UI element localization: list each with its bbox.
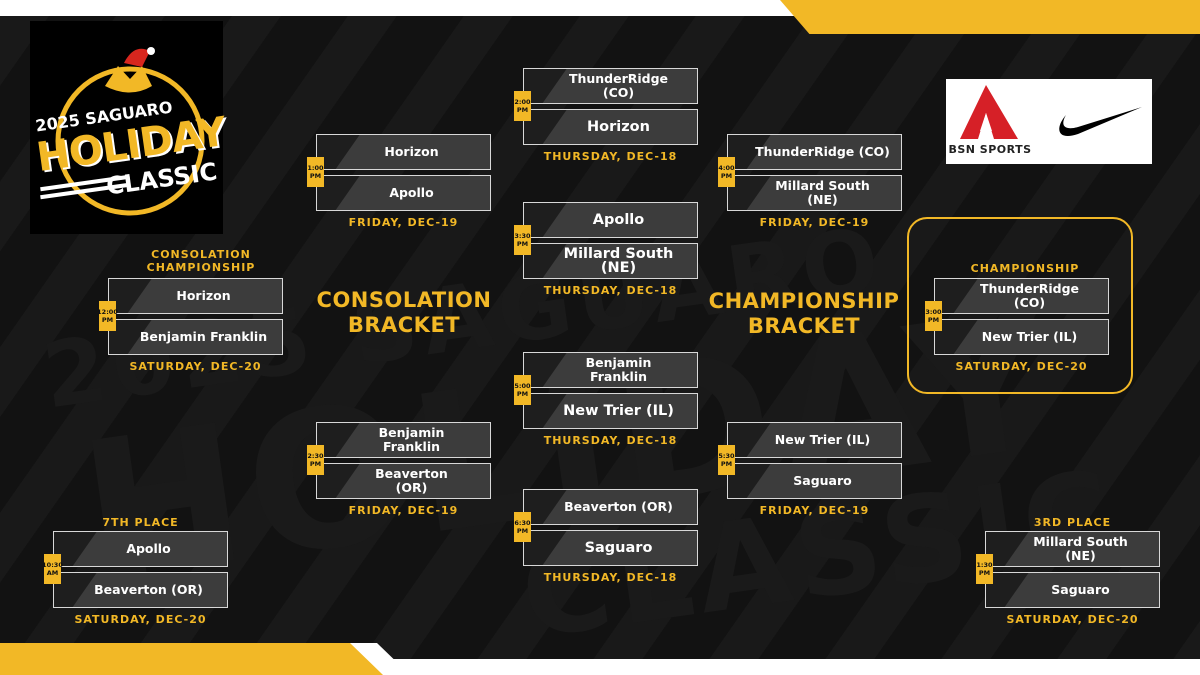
team-name: Millard South (NE) (775, 178, 870, 207)
team-name: Saguaro (793, 473, 852, 488)
top-right-stripe (780, 0, 1200, 34)
event-logo: 2025 SAGUARO HOLIDAY CLASSIC (30, 21, 228, 234)
team-name: Horizon (176, 288, 231, 303)
team-name: Benjamin Franklin (139, 329, 268, 344)
team-name: Beaverton (OR) (94, 582, 203, 597)
team-slot: New Trier (IL) (934, 319, 1109, 355)
team-slot: Saguaro (985, 572, 1160, 608)
game-date: FRIDAY, DEC-19 (759, 216, 870, 229)
team-name: ThunderRidge (CO) (568, 71, 669, 100)
team-name: Apollo (592, 212, 645, 228)
game-date: THURSDAY, DEC-18 (543, 434, 678, 447)
team-slot: Beaverton (OR) (316, 463, 491, 499)
game-time-badge: 12:00 PM (97, 301, 118, 331)
game-time-badge: 3:30 PM (514, 225, 531, 255)
seventh-place-caption: 7TH PLACE (102, 516, 179, 529)
bsn-sports-label: BSN SPORTS (948, 143, 1032, 156)
team-name: Apollo (126, 541, 171, 556)
game-time-badge: 2:30 PM (307, 445, 324, 475)
game-date: SATURDAY, DEC-20 (74, 613, 207, 626)
team-name: Beaverton (OR) (375, 466, 448, 495)
team-slot: Millard South (NE) (523, 243, 698, 279)
team-name: New Trier (IL) (563, 403, 674, 419)
sponsor-box: BSN SPORTS (946, 79, 1152, 164)
game-time-badge: 6:30 PM (514, 512, 531, 542)
team-slot: Apollo (53, 531, 228, 567)
game-date: SATURDAY, DEC-20 (129, 360, 262, 373)
game-date: SATURDAY, DEC-20 (1006, 613, 1139, 626)
game-time-badge: 1:00 PM (307, 157, 324, 187)
game-date: THURSDAY, DEC-18 (543, 284, 678, 297)
team-name: Saguaro (584, 540, 653, 556)
team-slot: ThunderRidge (CO) (727, 134, 902, 170)
bsn-logo-icon (960, 85, 1018, 139)
game-date: FRIDAY, DEC-19 (759, 504, 870, 517)
consolation-bracket-title: CONSOLATION BRACKET (316, 288, 492, 337)
game-time-badge: 4:00 PM (718, 157, 735, 187)
team-slot: Millard South (NE) (727, 175, 902, 211)
saguaro-cat-santa-hat-icon (40, 47, 205, 216)
game-date: FRIDAY, DEC-19 (348, 216, 459, 229)
game-time-badge: 1:30 PM (976, 554, 993, 584)
team-slot: ThunderRidge (CO) (934, 278, 1109, 314)
team-slot: Beaverton (OR) (523, 489, 698, 525)
championship-caption: CHAMPIONSHIP (970, 262, 1080, 275)
team-name: Saguaro (1051, 582, 1110, 597)
team-name: Benjamin Franklin (585, 355, 652, 384)
game-time-badge: 2:00 PM (514, 91, 531, 121)
championship-bracket-title: CHAMPIONSHIP BRACKET (708, 289, 900, 338)
game-time-badge: 5:00 PM (514, 375, 531, 405)
team-name: Beaverton (OR) (564, 499, 673, 514)
team-name: New Trier (IL) (981, 329, 1078, 344)
team-slot: Horizon (523, 109, 698, 145)
team-slot: Benjamin Franklin (523, 352, 698, 388)
game-date: THURSDAY, DEC-18 (543, 571, 678, 584)
team-name: ThunderRidge (CO) (979, 281, 1080, 310)
game-time-badge: 3:00 PM (925, 301, 942, 331)
bottom-left-stripe (0, 643, 400, 675)
team-name: Horizon (587, 119, 650, 135)
team-slot: Horizon (108, 278, 283, 314)
team-name: New Trier (IL) (774, 432, 871, 447)
team-slot: Apollo (316, 175, 491, 211)
team-slot: Apollo (523, 202, 698, 238)
consolation-championship-caption: CONSOLATION CHAMPIONSHIP (146, 248, 256, 274)
game-date: SATURDAY, DEC-20 (955, 360, 1088, 373)
team-slot: Millard South (NE) (985, 531, 1160, 567)
nike-swoosh-icon (1059, 107, 1142, 137)
team-slot: ThunderRidge (CO) (523, 68, 698, 104)
team-name: Benjamin Franklin (378, 425, 445, 454)
team-name: Horizon (384, 144, 439, 159)
team-name: Millard South (NE) (1033, 534, 1128, 563)
team-name: Apollo (389, 185, 434, 200)
team-slot: Saguaro (523, 530, 698, 566)
team-slot: Beaverton (OR) (53, 572, 228, 608)
third-place-caption: 3RD PLACE (1033, 516, 1112, 529)
championship-highlight-frame (907, 217, 1133, 394)
team-slot: Benjamin Franklin (316, 422, 491, 458)
game-time-badge: 5:30 PM (718, 445, 735, 475)
team-name: ThunderRidge (CO) (755, 144, 890, 159)
team-slot: Benjamin Franklin (108, 319, 283, 355)
game-time-badge: 10:30 AM (42, 554, 63, 584)
game-date: THURSDAY, DEC-18 (543, 150, 678, 163)
team-slot: New Trier (IL) (727, 422, 902, 458)
team-slot: New Trier (IL) (523, 393, 698, 429)
team-name: Millard South (NE) (563, 246, 674, 276)
team-slot: Horizon (316, 134, 491, 170)
team-slot: Saguaro (727, 463, 902, 499)
game-date: FRIDAY, DEC-19 (348, 504, 459, 517)
